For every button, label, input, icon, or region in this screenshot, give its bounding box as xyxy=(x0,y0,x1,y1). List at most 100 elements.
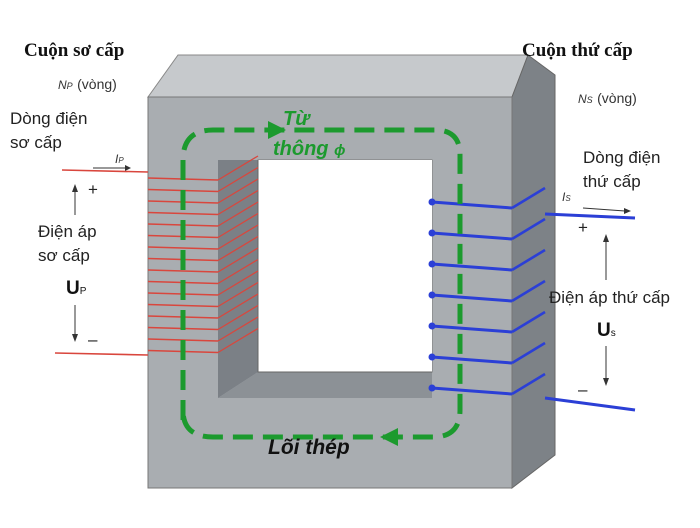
primary-voltage-symbol: UP xyxy=(66,278,86,300)
secondary-turn-side xyxy=(511,186,546,210)
primary-turns-sub: P xyxy=(66,81,73,91)
primary-coil-title: Cuộn sơ cấp xyxy=(24,40,125,61)
primary-turn-side xyxy=(217,293,259,319)
secondary-turn-end xyxy=(428,384,436,392)
primary-current-label-2: sơ cấp xyxy=(10,133,62,152)
core-top-face xyxy=(147,54,529,98)
secondary-turn-end xyxy=(428,198,436,206)
primary-current-symbol: IP xyxy=(115,150,124,168)
secondary-turn-side xyxy=(511,372,546,396)
window-inner-bottom xyxy=(218,372,432,398)
primary-plus: + xyxy=(88,180,98,199)
primary-current-arrowhead xyxy=(125,165,131,171)
primary-current-label-1: Dòng điện xyxy=(10,109,88,128)
secondary-turn-end xyxy=(428,291,436,299)
secondary-turn-side xyxy=(511,310,546,334)
primary-turn-side xyxy=(217,270,259,296)
primary-turn-side xyxy=(217,224,259,250)
secondary-turn-side xyxy=(511,341,546,365)
secondary-current-label-1: Dòng điện xyxy=(583,148,661,167)
primary-turn-side xyxy=(217,201,259,227)
secondary-turn xyxy=(431,262,513,272)
primary-turn-side xyxy=(217,247,259,273)
secondary-turns-sub: S xyxy=(586,95,593,105)
secondary-voltage-label: Điện áp thứ cấp xyxy=(549,288,671,307)
primary-lead-bottom xyxy=(54,352,149,356)
secondary-winding xyxy=(428,186,546,396)
secondary-turn xyxy=(431,386,513,396)
flux-arrowhead-bottom xyxy=(380,428,398,446)
secondary-turn xyxy=(431,324,513,334)
secondary-turns: NS (vòng) xyxy=(578,90,637,108)
primary-turn-side xyxy=(217,189,259,216)
primary-turn-side xyxy=(217,258,259,285)
secondary-turn xyxy=(431,355,513,365)
primary-turn-side xyxy=(217,316,259,342)
primary-turns-unit: (vòng) xyxy=(77,76,117,92)
secondary-turn-end xyxy=(428,260,436,268)
primary-voltage-label-1: Điện áp xyxy=(38,222,97,241)
secondary-minus: – xyxy=(578,380,588,399)
secondary-lead-top xyxy=(544,212,636,220)
secondary-turn-side xyxy=(511,217,546,241)
secondary-turns-symbol: N xyxy=(578,92,587,106)
primary-turn xyxy=(147,246,219,250)
secondary-turn-side xyxy=(511,279,546,303)
primary-turn-side xyxy=(217,178,259,204)
secondary-turn-end xyxy=(428,229,436,237)
primary-turns: NP (vòng) xyxy=(58,76,117,94)
flux-label-1: Từ xyxy=(283,108,310,130)
primary-current-i: I xyxy=(115,152,119,166)
core-label: Lõi thép xyxy=(268,436,350,459)
primary-voltage-arrowhead-down xyxy=(72,334,78,342)
window-inner-left xyxy=(218,160,258,398)
secondary-current-symbol: IS xyxy=(562,188,571,206)
primary-turn-side xyxy=(217,155,259,181)
primary-voltage-sub: P xyxy=(79,286,87,297)
primary-turn-side xyxy=(217,304,259,331)
primary-winding xyxy=(147,155,259,354)
secondary-turn xyxy=(431,200,513,210)
secondary-voltage-u: U xyxy=(597,320,611,341)
core-side-face xyxy=(511,54,556,490)
secondary-turn-end xyxy=(428,353,436,361)
secondary-coil-title: Cuộn thứ cấp xyxy=(522,40,633,61)
primary-turn-side xyxy=(217,235,259,262)
flux-arrowhead-top xyxy=(268,121,286,139)
primary-turn-side xyxy=(217,212,259,239)
primary-lead-top xyxy=(61,169,149,173)
secondary-turn-end xyxy=(428,322,436,330)
secondary-turn xyxy=(431,231,513,241)
secondary-plus: + xyxy=(578,218,588,237)
flux-label-2: thông ɸ xyxy=(273,138,345,161)
secondary-voltage-arrowhead-up xyxy=(603,234,609,242)
primary-turn-side xyxy=(217,166,259,193)
secondary-turns-unit: (vòng) xyxy=(597,90,637,106)
secondary-current-i: I xyxy=(562,190,566,204)
primary-current-sub: P xyxy=(118,156,124,165)
secondary-current-arrow xyxy=(582,207,626,212)
flux-path xyxy=(180,127,463,440)
secondary-turn-side xyxy=(511,248,546,272)
primary-turn-side xyxy=(217,281,259,308)
secondary-voltage-symbol: Us xyxy=(597,320,616,342)
flux-symbol: ɸ xyxy=(334,142,346,159)
primary-turn xyxy=(147,211,219,216)
core-window xyxy=(258,160,432,372)
primary-voltage-label-2: sơ cấp xyxy=(38,246,90,265)
primary-minus: – xyxy=(88,330,98,349)
primary-turn xyxy=(147,303,219,308)
secondary-current-sub: S xyxy=(565,194,571,203)
secondary-voltage-sub: s xyxy=(610,328,616,339)
secondary-voltage-arrowhead-down xyxy=(603,378,609,386)
primary-turn-side xyxy=(217,327,259,354)
flux-label-word: thông xyxy=(273,138,329,160)
secondary-turn xyxy=(431,293,513,303)
primary-voltage-u: U xyxy=(66,278,80,299)
primary-voltage-arrowhead-up xyxy=(72,184,78,192)
primary-turn xyxy=(147,269,219,273)
secondary-lead-bottom xyxy=(544,396,636,412)
secondary-current-label-2: thứ cấp xyxy=(583,172,641,191)
primary-turns-symbol: N xyxy=(58,78,67,92)
